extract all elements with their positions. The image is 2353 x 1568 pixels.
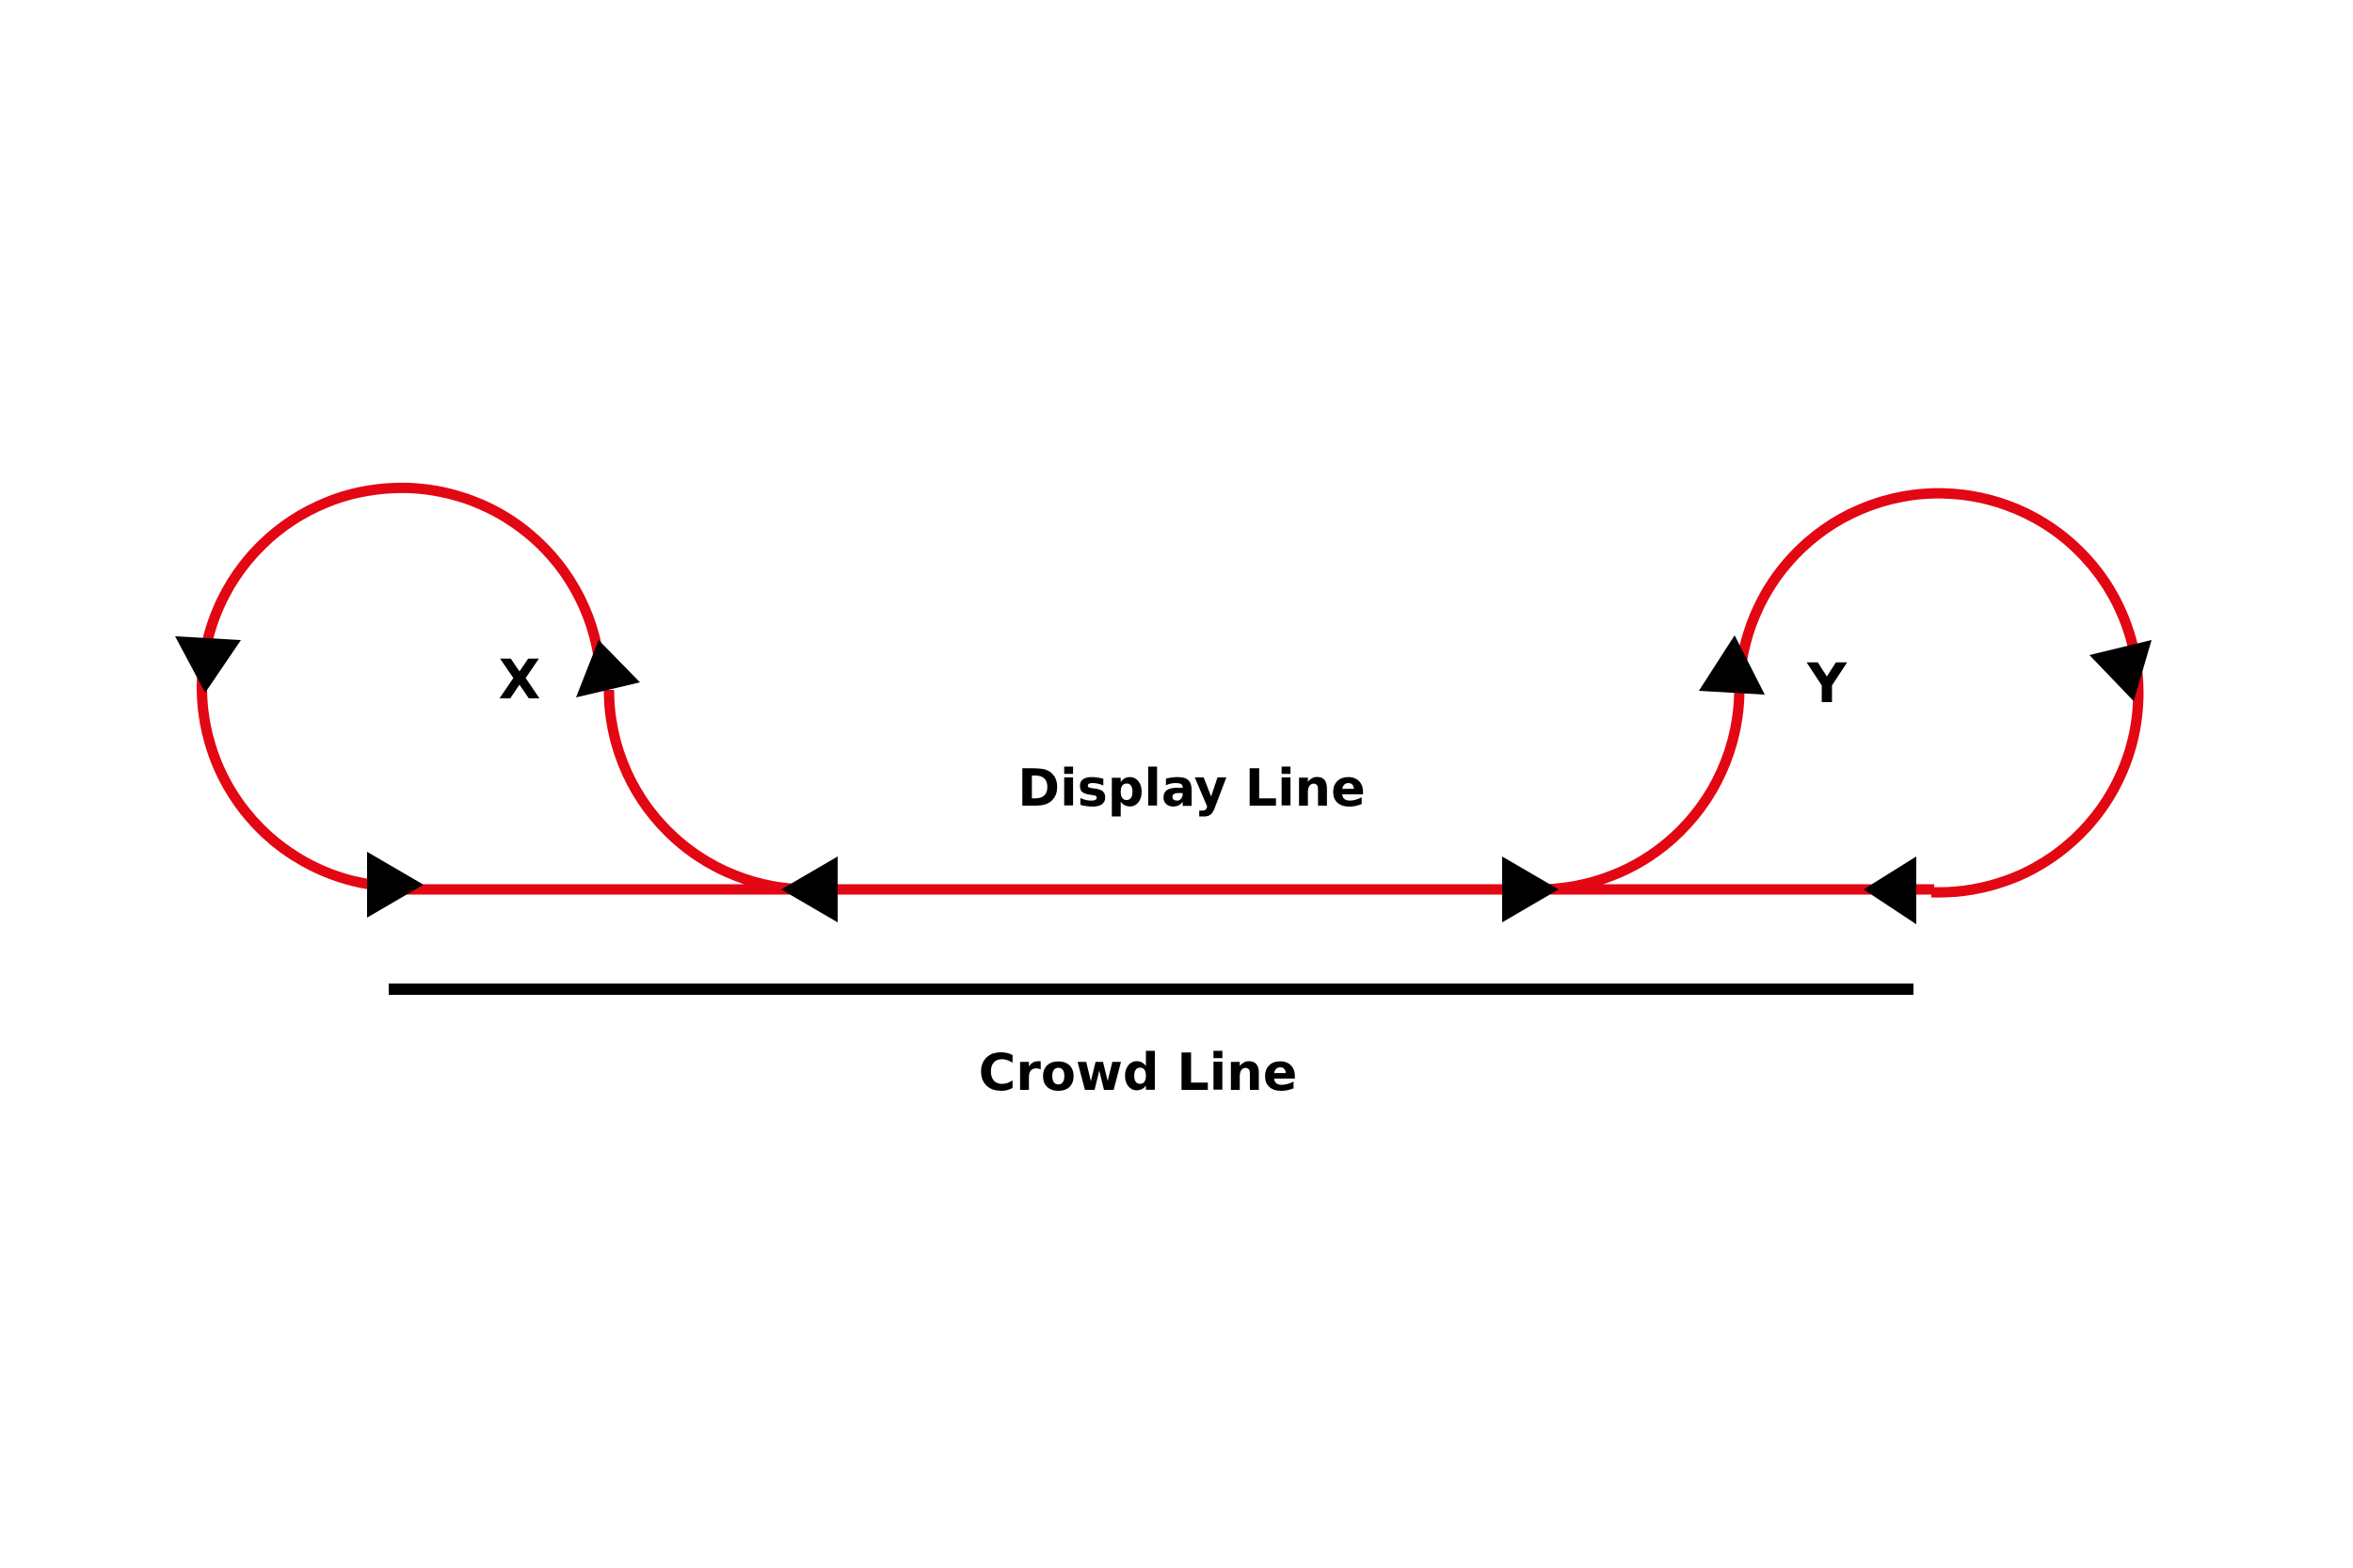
- arrow-left-icon: [1864, 856, 1916, 924]
- arrow-down-icon: [2089, 640, 2152, 701]
- display-line-label: Display Line: [1017, 759, 1365, 818]
- arrow-up-icon: [576, 640, 640, 697]
- point-x-label: X: [499, 648, 541, 712]
- arrow-up-icon: [1699, 635, 1765, 695]
- direction-arrows: [175, 635, 2152, 924]
- left-loop-path: [197, 482, 605, 890]
- point-y-label: Y: [1806, 651, 1848, 715]
- flight-path: [197, 482, 2144, 898]
- right-loop-path: [1734, 488, 2144, 898]
- arrow-left-icon: [781, 856, 838, 922]
- arrow-right-icon: [1502, 856, 1559, 922]
- right-connecting-arc: [1538, 688, 1745, 895]
- crowd-line-label: Crowd Line: [979, 1043, 1298, 1102]
- arrow-down-icon: [175, 636, 241, 693]
- arrow-right-icon: [367, 852, 424, 918]
- left-connecting-arc: [603, 689, 809, 895]
